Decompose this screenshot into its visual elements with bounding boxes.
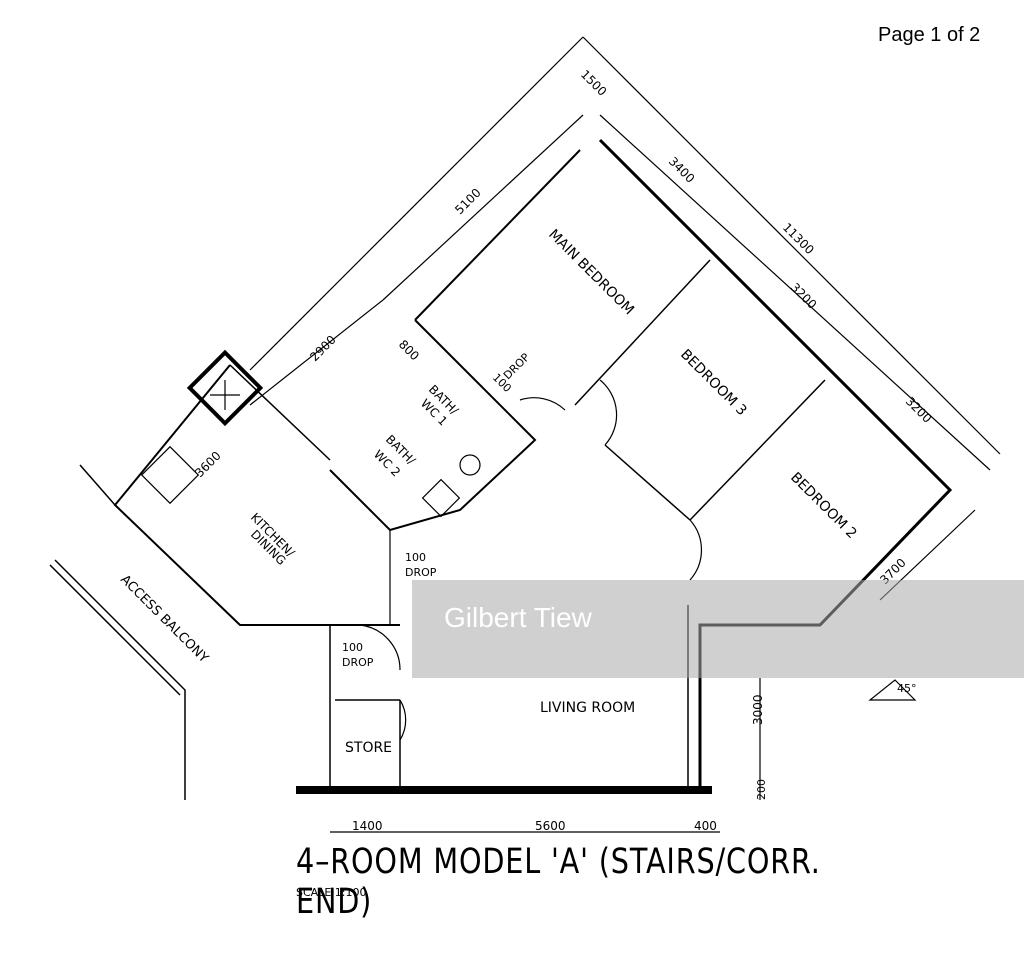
- drop-note-1-label: DROP: [501, 350, 533, 382]
- room-label-store: STORE: [345, 740, 392, 756]
- stair-shaft: [186, 349, 264, 427]
- wall-bedroom3: [574, 259, 711, 406]
- wall-bedroom-corridor: [604, 444, 691, 521]
- door-swing-main-bedroom: [519, 397, 566, 411]
- dim-3200-a: 3200: [788, 280, 819, 311]
- wall-kitchen: [113, 364, 400, 626]
- dimension-line-5100: [382, 114, 584, 301]
- drop-note-3-value: 100: [342, 641, 363, 654]
- page-indicator: Page 1 of 2: [878, 24, 981, 46]
- dimension-line-outer-right: [582, 36, 1001, 455]
- door-swing-bedroom3: [599, 379, 618, 446]
- toilet: [459, 454, 481, 476]
- angle-note: 45°: [897, 682, 917, 695]
- door-swing-bedroom2: [689, 519, 703, 581]
- wall-bedroom2: [689, 379, 826, 521]
- dim-800: 800: [396, 337, 422, 363]
- dim-1400: 1400: [352, 819, 383, 833]
- dim-400: 400: [694, 819, 717, 833]
- wall-kitchen-top: [229, 364, 331, 461]
- plan-title: 4–ROOM MODEL 'A' (STAIRS/CORR. END): [296, 842, 821, 922]
- dim-1500: 1500: [578, 67, 609, 98]
- room-label-bedroom-3: BEDROOM 3: [677, 347, 749, 419]
- bath-fixture: [421, 478, 461, 518]
- dim-5100: 5100: [452, 186, 483, 217]
- dimension-line-outer: [249, 36, 584, 371]
- dim-3000: 3000: [751, 694, 765, 725]
- room-label-bedroom-2: BEDROOM 2: [787, 470, 859, 542]
- kitchen-sink: [140, 445, 200, 505]
- dim-3200-b: 3200: [903, 394, 934, 425]
- dim-3600: 3600: [192, 449, 223, 480]
- wall-kitchen-ext: [79, 464, 116, 506]
- dim-2900: 2900: [307, 333, 338, 364]
- drop-note-3-label: DROP: [342, 656, 374, 669]
- drop-note-2-label: DROP: [405, 566, 437, 579]
- dim-3400: 3400: [666, 154, 697, 185]
- door-swing-kitchen: [359, 624, 401, 671]
- watermark-band: [412, 580, 1024, 678]
- label-access-balcony: ACCESS BALCONY: [117, 572, 211, 666]
- room-label-main-bedroom: MAIN BEDROOM: [545, 227, 637, 319]
- dimension-line-11300: [599, 114, 991, 471]
- room-label-living-room: LIVING ROOM: [540, 700, 635, 716]
- plan-scale: SCALE 1:100: [296, 886, 367, 899]
- dim-5600: 5600: [535, 819, 566, 833]
- dimension-line-2900: [249, 299, 384, 406]
- wall-main-bedroom-left: [414, 149, 581, 321]
- access-balcony-rail: [49, 559, 186, 800]
- drop-note-2-value: 100: [405, 551, 426, 564]
- angle-marker: [868, 679, 917, 701]
- watermark-text: Gilbert Tiew: [444, 602, 592, 633]
- wall-store: [329, 625, 401, 790]
- dim-200: 200: [755, 779, 768, 800]
- wall-bath: [329, 319, 537, 532]
- door-swing-store: [399, 699, 407, 741]
